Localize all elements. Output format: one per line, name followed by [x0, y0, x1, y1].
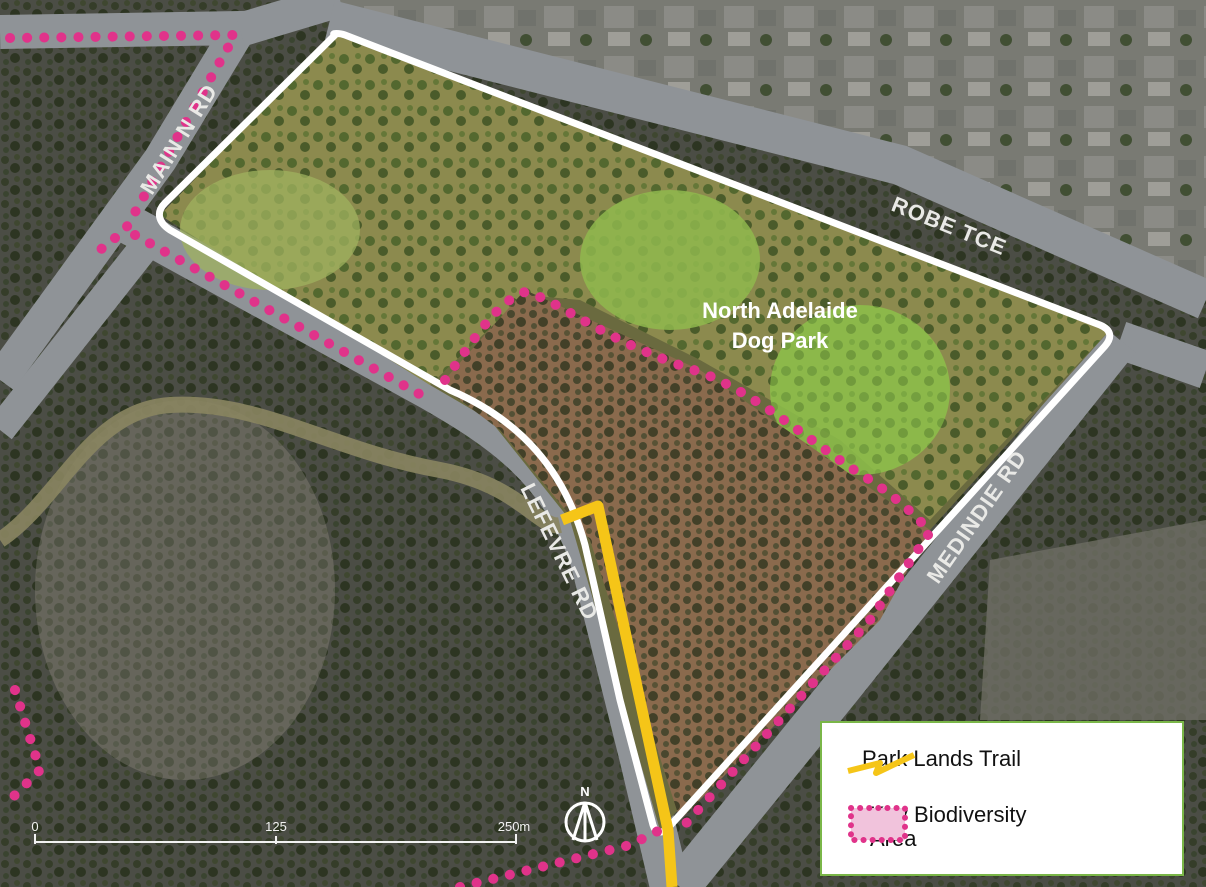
park-lands-trail [560, 500, 678, 887]
olive-path [0, 396, 562, 547]
biodiversity-area-outline [5, 29, 937, 887]
park-name-line2: Dog Park [732, 328, 829, 353]
scale-tick-0: 0 [31, 819, 38, 834]
scale-bar: 0 125 250m [31, 819, 530, 844]
dotted-area-icon [848, 805, 908, 843]
park-boundary-line [155, 30, 1114, 836]
park-name-line1: North Adelaide [702, 298, 858, 323]
legend: Park Lands Trail Key Biodiversity Area [820, 721, 1184, 876]
north-arrow-icon: N [564, 784, 606, 843]
scale-tick-125: 125 [265, 819, 287, 834]
zigzag-trail-icon [847, 752, 916, 776]
scale-tick-250: 250m [498, 819, 531, 834]
legend-item-trail: Park Lands Trail [846, 747, 1021, 776]
legend-item-biodiversity: Key Biodiversity Area [846, 803, 1027, 851]
north-label: N [580, 784, 589, 799]
